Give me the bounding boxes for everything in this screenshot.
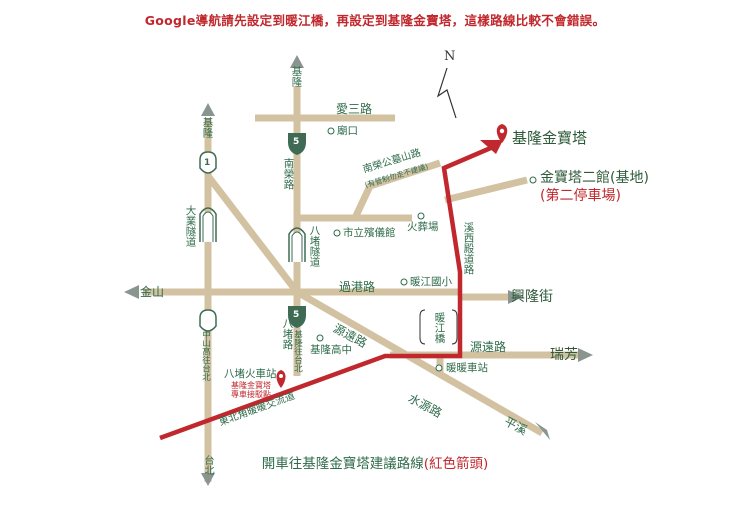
poi-label-highschool: 基隆高中 (310, 344, 352, 356)
road-second-hall (444, 176, 528, 204)
provincial-shield-icon-2 (199, 309, 217, 332)
navigation-notice: Google導航請先設定到暖江橋，再設定到基隆金寶塔，這樣路線比較不會錯誤。 (144, 13, 606, 28)
arrow-ruifang-icon (578, 348, 593, 362)
road-label-xixi: 溪西殿道路 (462, 222, 475, 275)
poi-dot-miaokou (327, 127, 335, 135)
caption-red: (紅色箭頭) (423, 456, 489, 472)
arrow-taipei-icon (201, 473, 215, 486)
shield-number-1: 1 (204, 158, 211, 168)
freeway-shield-icon-5a (288, 133, 306, 155)
poi-dot-second-hall (529, 176, 537, 184)
route-caption: 開車往基隆金寶塔建議路線(紅色箭頭) (0, 452, 750, 472)
poi-label-nuannuan: 暖暖車站 (446, 362, 488, 374)
road-cemetery-hill (351, 159, 442, 220)
provincial-shield-icon-1 (199, 151, 217, 174)
caption-main: 開車往基隆金寶塔建議路線 (261, 456, 424, 472)
badu-station-note: 基隆金寶塔 專車接駁點 (222, 381, 280, 399)
freeway-shield-icon-5b (288, 306, 306, 328)
road-label-badu: 八堵路 (281, 318, 294, 350)
poi-dot-funeral (333, 229, 341, 237)
destination-pin-icon (496, 124, 508, 143)
road-label-keelung-hwy: 基隆往台北 (292, 330, 303, 373)
road-yuanyuan (295, 288, 544, 437)
road-label-guogang: 過港路 (339, 280, 376, 294)
shield-number-5b: 5 (293, 310, 300, 320)
badu-station-note-2: 專車接駁點 (231, 390, 271, 400)
route-arrowhead-icon (480, 140, 503, 154)
north-arrow-icon (436, 67, 457, 119)
tunnel-icon-dayeh (199, 207, 217, 242)
arrow-jinshan-icon (124, 285, 139, 299)
poi-label-school: 暖江國小 (410, 276, 452, 288)
station-pin-icon (276, 370, 286, 388)
direction-label-ruifang: 瑞芳 (550, 347, 578, 363)
badu-station-note-1: 基隆金寶塔 (231, 381, 271, 390)
poi-dot-school (400, 278, 408, 286)
arrow-pingxi-icon (535, 422, 550, 440)
destination-label: 基隆金寶塔 (512, 129, 588, 147)
road-label-zhongshan-hwy: 中山高往台北 (200, 330, 211, 381)
poi-label-crematorium: 火葬場 (407, 221, 439, 233)
bridge-label-nuanjiang: 暖江橋 (433, 312, 446, 344)
tunnel-label-badu: 八堵隧道 (308, 225, 321, 267)
tunnel-icon-badu (288, 227, 306, 262)
direction-arrows (124, 55, 593, 486)
poi-dot-crematorium (417, 212, 425, 220)
road-label-xinglong: 興隆街 (511, 289, 553, 305)
poi-label-funeral: 市立殯儀館 (343, 227, 396, 239)
direction-label-keelung-top: 基隆 (290, 66, 303, 87)
second-hall-label: 金寶塔二館(基地) (540, 170, 649, 186)
poi-label-badu-station: 八堵火車站 (224, 368, 277, 380)
nuanjiang-bridge-marker (419, 309, 458, 345)
road-label-aisan: 愛三路 (336, 102, 373, 116)
direction-label-keelung-left: 基隆 (201, 117, 214, 138)
recommended-route (159, 144, 494, 441)
second-parking-label: (第二停車場) (540, 188, 621, 204)
shield-number-5a: 5 (293, 137, 300, 147)
road-label-yuanyuan-east: 源遠路 (470, 340, 507, 354)
poi-label-miaokou: 廟口 (337, 125, 358, 137)
arrow-keelung-top-icon (290, 55, 304, 68)
poi-dot-highschool (316, 334, 324, 342)
arrow-xinglong-icon (508, 290, 523, 304)
road-diagonal-left (205, 173, 300, 295)
tunnel-label-dayeh: 大業隧道 (184, 205, 197, 247)
road-label-nanrong: 南榮路 (282, 158, 295, 190)
direction-label-jinshan: 金山 (140, 285, 165, 299)
direction-label-taipei: 台北 (202, 455, 213, 475)
arrow-keelung-left-icon (201, 103, 215, 116)
north-label: N (444, 49, 456, 64)
poi-dot-nuannuan (435, 364, 443, 372)
